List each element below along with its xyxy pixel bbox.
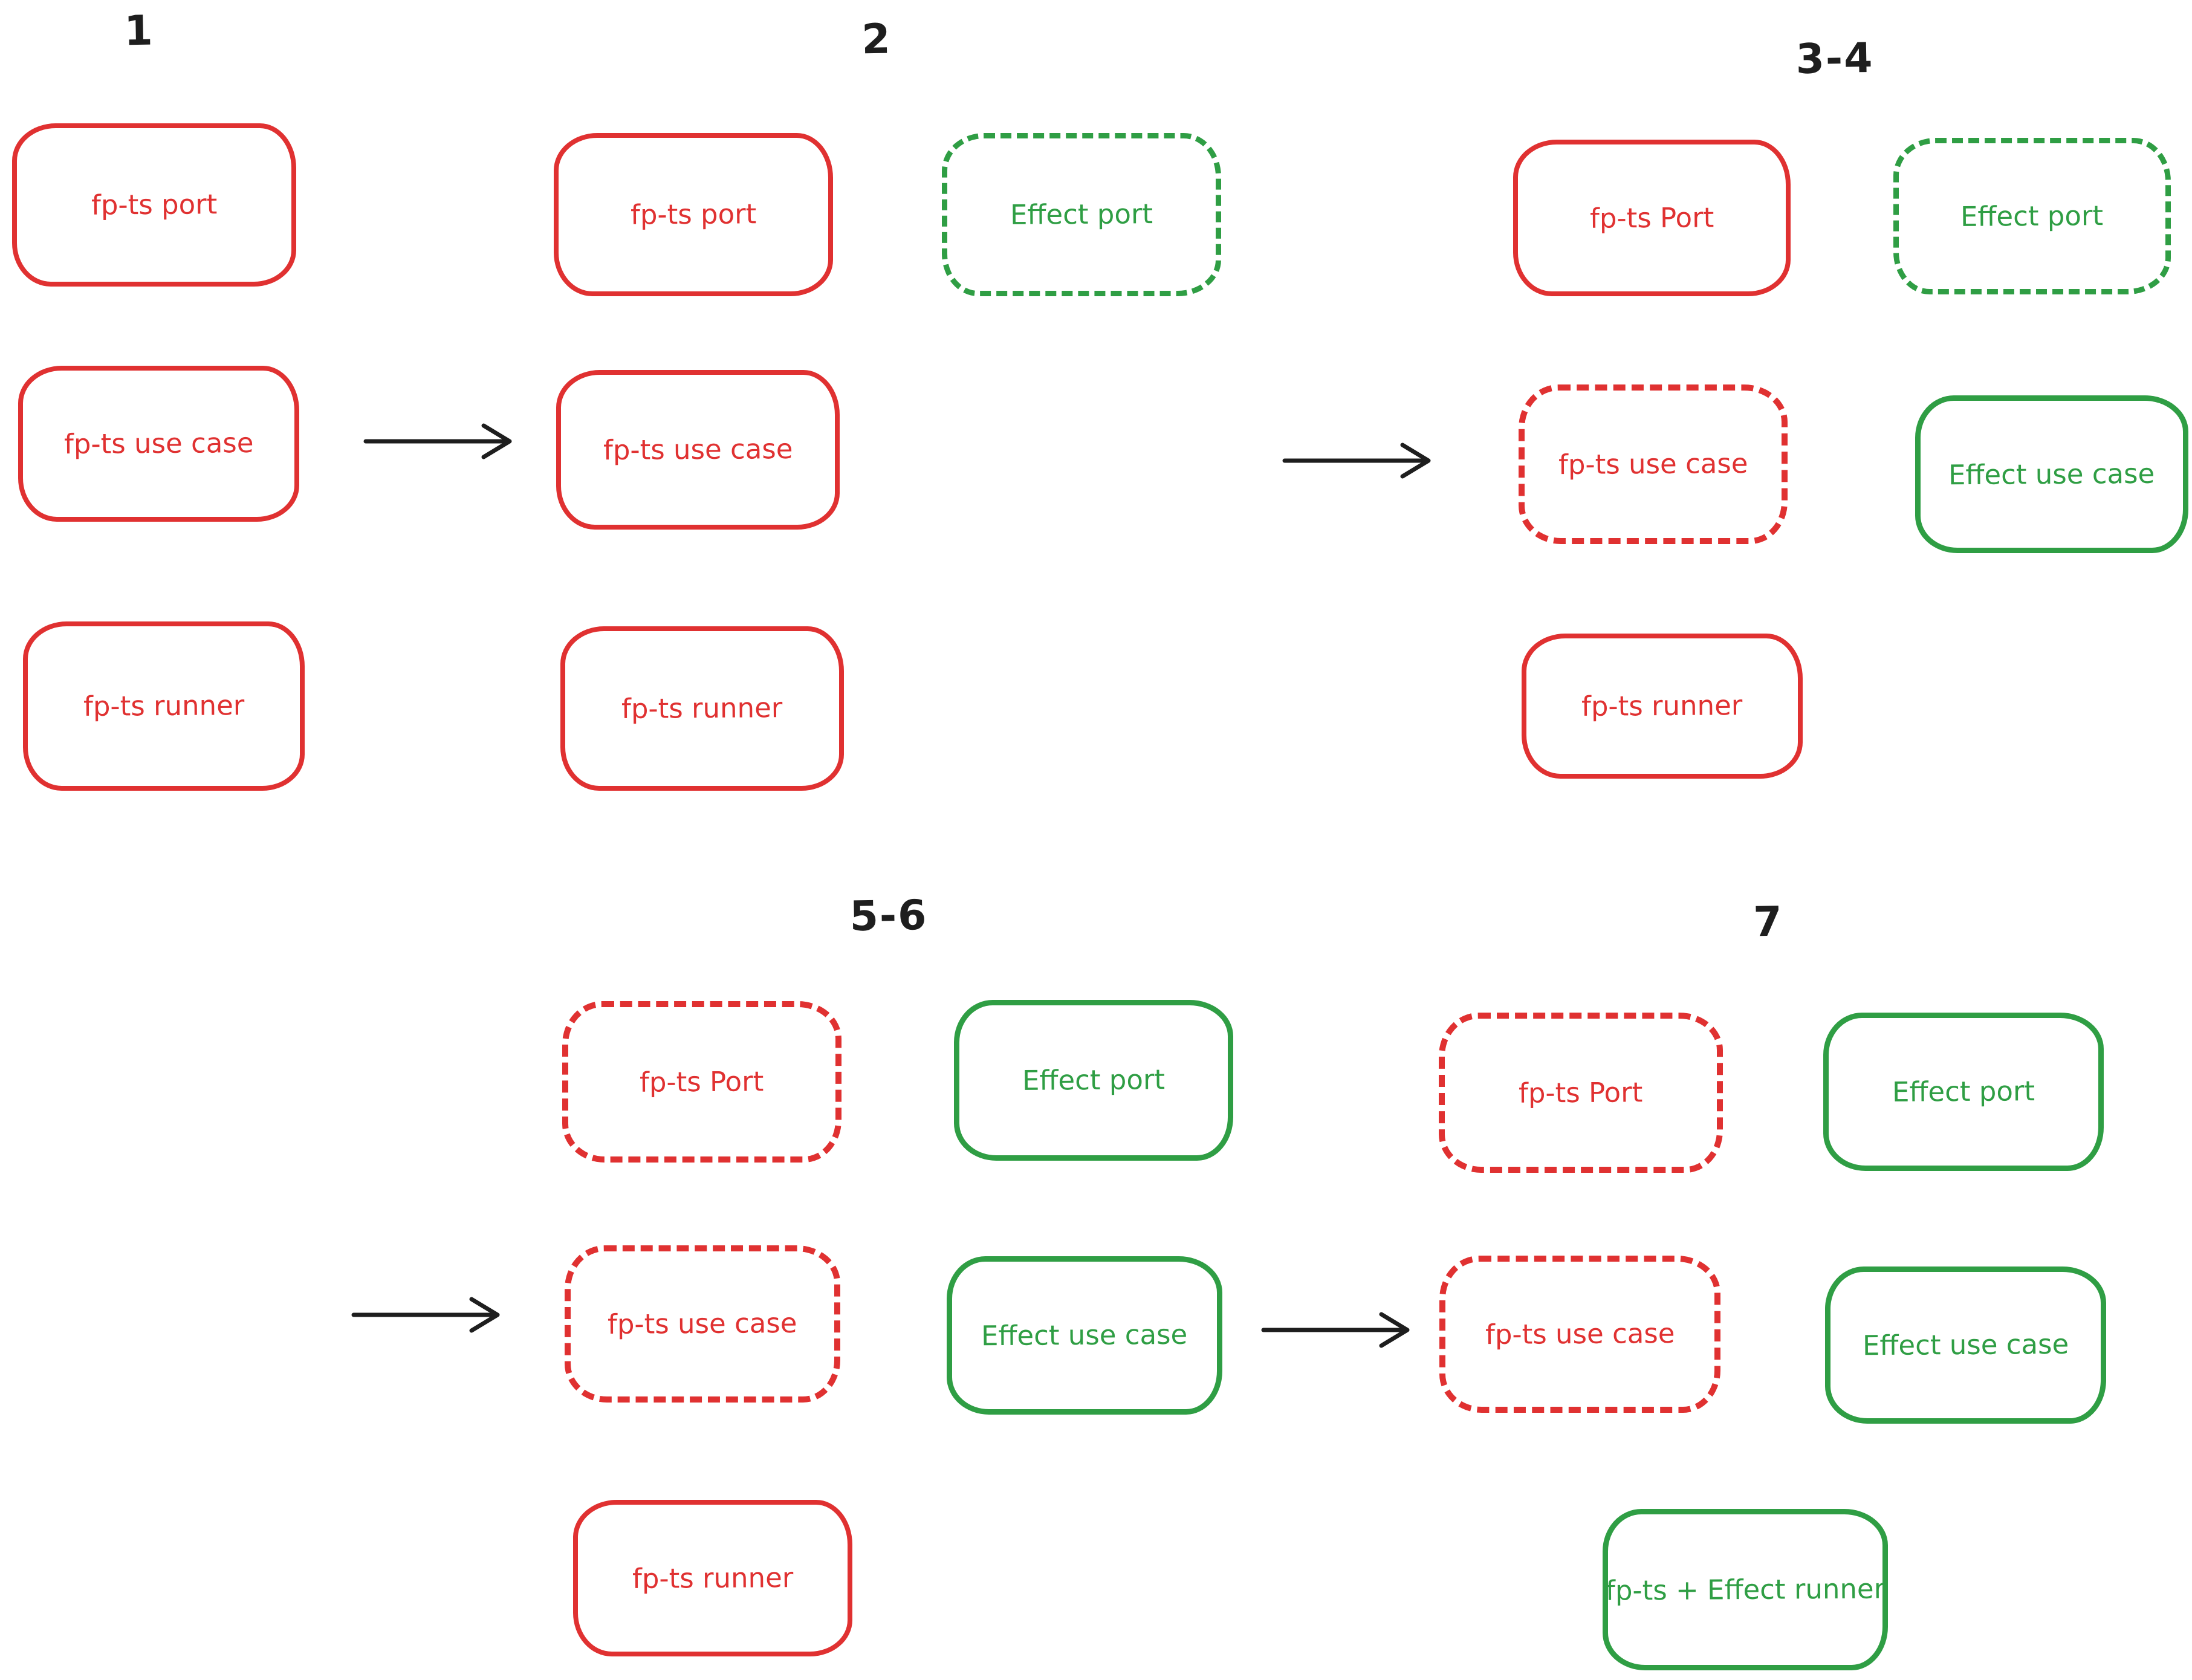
stage5-6-effect-use-case-box: Effect use case (947, 1256, 1222, 1415)
box-label: Effect use case (981, 1318, 1188, 1352)
stage1-fp-ts-use-case-box: fp-ts use case (18, 366, 299, 522)
arrow-stage-5-6-to-7 (1261, 1312, 1410, 1348)
box-label: fp-ts Port (1519, 1075, 1643, 1109)
arrow-stage-2-to-3-4 (1282, 443, 1431, 479)
stage7-effect-port-box: Effect port (1823, 1013, 2104, 1171)
stage1-fp-ts-runner-box: fp-ts runner (23, 621, 305, 791)
box-label: fp-ts port (630, 198, 757, 231)
box-label: fp-ts runner (1581, 689, 1743, 723)
box-label: fp-ts Port (1589, 201, 1714, 235)
stage2-effect-port-box: Effect port (942, 133, 1221, 296)
box-label: fp-ts port (91, 188, 218, 221)
stage7-effect-use-case-box: Effect use case (1825, 1266, 2106, 1424)
box-label: fp-ts use case (603, 433, 793, 467)
stage2-fp-ts-use-case-box: fp-ts use case (556, 370, 840, 530)
stage7-fp-ts-effect-runner-box: fp-ts + Effect runner (1603, 1509, 1888, 1670)
stage-3-4-label: 3-4 (1795, 34, 1875, 84)
stage7-fp-ts-port-box: fp-ts Port (1439, 1013, 1723, 1173)
stage3-4-effect-use-case-box: Effect use case (1915, 395, 2188, 553)
stage2-fp-ts-runner-box: fp-ts runner (560, 626, 844, 791)
box-label: Effect use case (1862, 1328, 2069, 1362)
box-label: Effect port (1892, 1075, 2035, 1108)
stage-1-label: 1 (123, 7, 155, 56)
box-label: fp-ts runner (621, 692, 783, 725)
stage5-6-effect-port-box: Effect port (954, 1000, 1233, 1161)
stage3-4-fp-ts-use-case-box: fp-ts use case (1519, 384, 1788, 544)
stage5-6-fp-ts-use-case-box: fp-ts use case (565, 1245, 840, 1403)
stage2-fp-ts-port-box: fp-ts port (554, 133, 833, 296)
stage7-fp-ts-use-case-box: fp-ts use case (1439, 1256, 1720, 1413)
box-label: fp-ts use case (608, 1307, 797, 1341)
box-label: fp-ts runner (632, 1561, 794, 1595)
stage-2-label: 2 (861, 15, 892, 64)
box-label: Effect port (1010, 198, 1153, 231)
box-label: fp-ts + Effect runner (1605, 1572, 1886, 1607)
box-label: Effect port (1022, 1063, 1166, 1097)
stage5-6-fp-ts-runner-box: fp-ts runner (573, 1500, 852, 1656)
box-label: fp-ts use case (1485, 1317, 1675, 1351)
stage5-6-fp-ts-port-box: fp-ts Port (562, 1001, 841, 1163)
box-label: Effect port (1960, 199, 2104, 233)
arrow-stage-1-to-2 (363, 423, 512, 459)
arrow-stage-3-4-to-5-6 (351, 1297, 500, 1333)
box-label: fp-ts runner (83, 689, 245, 723)
box-label: fp-ts use case (63, 427, 254, 461)
stage3-4-effect-port-box: Effect port (1893, 138, 2171, 294)
stage3-4-fp-ts-runner-box: fp-ts runner (1522, 634, 1803, 779)
box-label: Effect use case (1948, 457, 2155, 491)
stage3-4-fp-ts-port-box: fp-ts Port (1513, 140, 1791, 296)
box-label: fp-ts use case (1558, 447, 1748, 481)
stage-7-label: 7 (1753, 898, 1784, 947)
stage1-fp-ts-port-box: fp-ts port (12, 123, 296, 287)
stage-5-6-label: 5-6 (849, 891, 929, 941)
box-label: fp-ts Port (640, 1065, 764, 1098)
